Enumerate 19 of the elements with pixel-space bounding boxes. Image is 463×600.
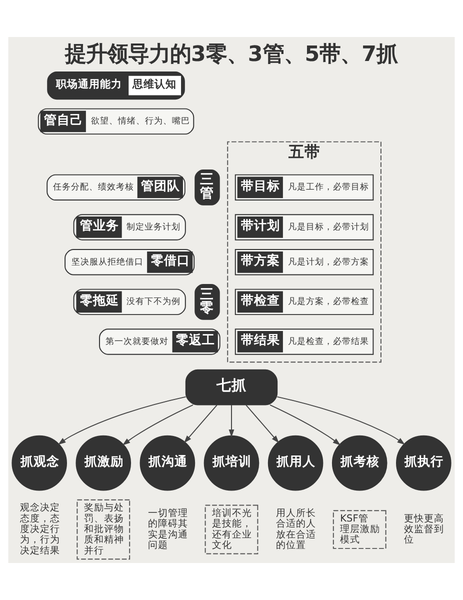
node-box: 三管 <box>194 169 220 206</box>
node-circle: 抓培训 <box>204 435 260 491</box>
node-label: 一切管理的障碍其实是沟通问题 <box>148 508 188 551</box>
diagram-title: 提升领导力的3零、3管、5带、7抓 <box>65 42 398 67</box>
arrow <box>270 404 341 446</box>
node-label: 观念决定态度，态度决定行为，行为决定结果 <box>20 502 60 556</box>
arrow <box>58 396 186 445</box>
node-label: 更快更高效监督到位 <box>404 513 444 546</box>
arrow <box>276 396 406 445</box>
node-box: KSF管理层激励模式 <box>332 510 386 549</box>
node-box: 三零 <box>194 284 220 320</box>
node-box: 培训不光是技能，还有企业文化 <box>204 504 258 554</box>
node-box: 奖励与处罚、表扬和批评物质和精神并行 <box>76 499 130 560</box>
arrow <box>184 404 218 444</box>
arrow <box>122 404 194 446</box>
arrow <box>228 404 234 438</box>
arrow <box>246 404 280 444</box>
node-box: 七抓 <box>185 369 278 406</box>
node-label: 用人所长合适的人放在合适的位置 <box>276 508 316 551</box>
